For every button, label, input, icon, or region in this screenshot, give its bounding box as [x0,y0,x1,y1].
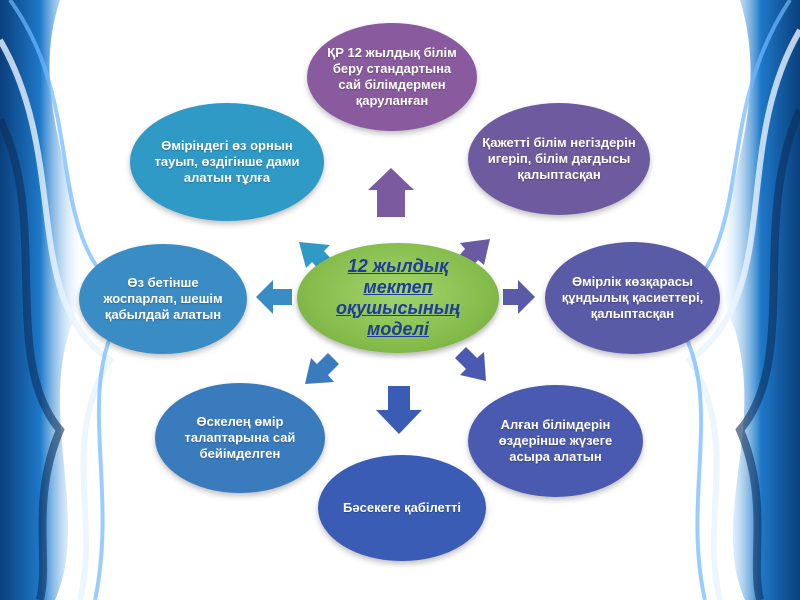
node-text-line: Бәсекеге қабілетті [343,500,461,515]
node-text-line: Өміріндегі өз орнын [161,138,293,153]
node-text-line: Қажетті білім негіздерін [482,135,636,150]
node-apply-knowledge: Алған білімдерін өздерінше жүзеге асыра … [468,385,643,497]
arrow-down-right [455,347,486,381]
node-text-line: игеріп, білім дағдысы [487,151,631,166]
node-text-line: тауып, өздігінше дами [154,154,300,169]
node-independent-decision: Өз бетінше жоспарлап, шешім қабылдай ала… [79,244,247,354]
node-standard-knowledge: ҚР 12 жылдық білім беру стандартына сай … [307,23,477,131]
node-knowledge-basics: Қажетті білім негіздерін игеріп, білім д… [468,103,650,215]
node-text-line: жоспарлап, шешім [103,291,223,306]
center-title-line: оқушысының [335,298,460,318]
node-self-developing: Өміріндегі өз орнын тауып, өздігінше дам… [130,103,324,221]
node-text-line: сай білімдермен [338,77,446,92]
arrow-down [376,386,422,434]
node-competitive: Бәсекеге қабілетті [318,455,486,561]
node-text-line: құндылық қасиеттері, [561,290,704,305]
node-text-line: Өмірлік көзқарасы [571,274,694,289]
node-text-line: бейімделген [199,446,281,461]
node-text-line: қалыптасқан [517,167,601,182]
center-title-line: мектеп [363,277,433,297]
node-text-line: қабылдай алатын [104,307,222,322]
arrow-down-left [305,353,339,384]
node-text-line: асыра алатын [509,449,602,464]
left-decorative-swirl [0,0,133,600]
node-text-line: қаруланған [355,93,429,108]
node-text-line: алатын тұлға [183,170,271,185]
node-text-line: Өскелең өмір [196,414,284,429]
node-text-line: қалыптасқан [590,306,675,321]
node-adapted: Өскелең өмір талаптарына сай бейімделген [155,383,325,493]
center-title-line: 12 жылдық [347,256,449,276]
arrow-left [256,280,292,314]
center-title-line: моделі [367,319,429,339]
node-text-line: беру стандартына [332,61,452,76]
right-decorative-swirl [667,0,800,600]
node-text-line: талаптарына сай [184,430,296,445]
node-text-line: Өз бетінше [127,275,199,290]
arrow-up [368,168,414,217]
node-text-line: ҚР 12 жылдық білім [327,45,457,60]
node-life-values: Өмірлік көзқарасы құндылық қасиеттері, қ… [545,242,720,354]
node-text-line: Алған білімдерін [500,417,611,432]
center-model-node: 12 жылдық мектеп оқушысының моделі [297,243,499,353]
arrow-right [503,280,535,314]
node-text-line: өздерінше жүзеге [498,433,613,448]
center-title: 12 жылдық мектеп оқушысының моделі [336,256,460,340]
